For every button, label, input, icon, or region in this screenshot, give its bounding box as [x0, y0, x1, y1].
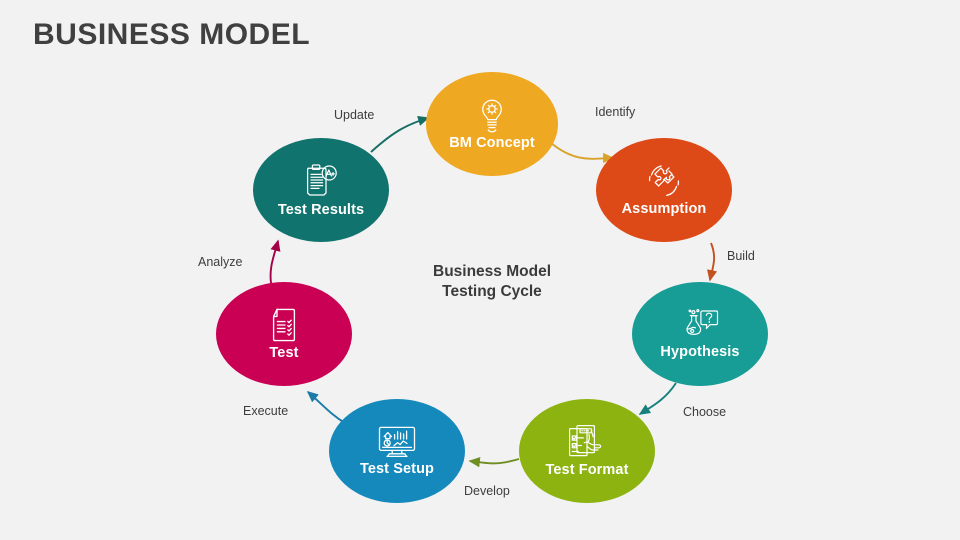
- arrow-develop: [468, 457, 520, 468]
- node-label: Test Format: [545, 462, 629, 478]
- clipboard-grade-icon: [302, 162, 340, 200]
- node-assumption[interactable]: Assumption: [596, 138, 732, 242]
- center-caption-line2: Testing Cycle: [442, 283, 542, 301]
- edge-label-execute: Execute: [243, 404, 289, 418]
- edge-label-develop: Develop: [464, 484, 510, 498]
- node-test[interactable]: Test: [216, 282, 352, 386]
- checklist-hand-icon: [567, 424, 607, 460]
- node-label: BM Concept: [449, 135, 535, 151]
- node-bm-concept[interactable]: BM Concept: [426, 72, 558, 176]
- node-test-results[interactable]: Test Results: [253, 138, 389, 242]
- node-label: Hypothesis: [660, 344, 740, 360]
- edge-label-build: Build: [727, 249, 755, 263]
- arrow-execute: [306, 391, 346, 424]
- node-label: Test Results: [277, 202, 365, 218]
- arrow-analyze: [269, 239, 281, 284]
- node-label: Assumption: [621, 201, 707, 217]
- monitor-dashboard-icon: [377, 425, 417, 459]
- node-test-format[interactable]: Test Format: [519, 399, 655, 503]
- arrow-choose: [638, 382, 677, 415]
- edge-label-identify: Identify: [595, 105, 636, 119]
- edge-label-update: Update: [334, 108, 375, 122]
- node-hypothesis[interactable]: Hypothesis: [632, 282, 768, 386]
- lightbulb-gear-icon: [475, 97, 509, 133]
- puzzle-pieces-icon: [645, 163, 683, 199]
- center-caption: Business Model Testing Cycle: [392, 262, 592, 303]
- center-caption-line1: Business Model: [433, 263, 551, 280]
- node-label: Test Setup: [359, 461, 435, 477]
- arrow-build: [707, 242, 718, 282]
- document-checklist-icon: [269, 307, 299, 343]
- flask-question-icon: [680, 308, 720, 342]
- node-test-setup[interactable]: Test Setup: [329, 399, 465, 503]
- edge-label-analyze: Analyze: [198, 255, 243, 269]
- edge-label-choose: Choose: [683, 405, 727, 419]
- node-label: Test: [269, 345, 299, 361]
- arrow-identify: [550, 142, 615, 164]
- arrow-update: [370, 115, 430, 153]
- page-title: BUSINESS MODEL: [33, 18, 311, 51]
